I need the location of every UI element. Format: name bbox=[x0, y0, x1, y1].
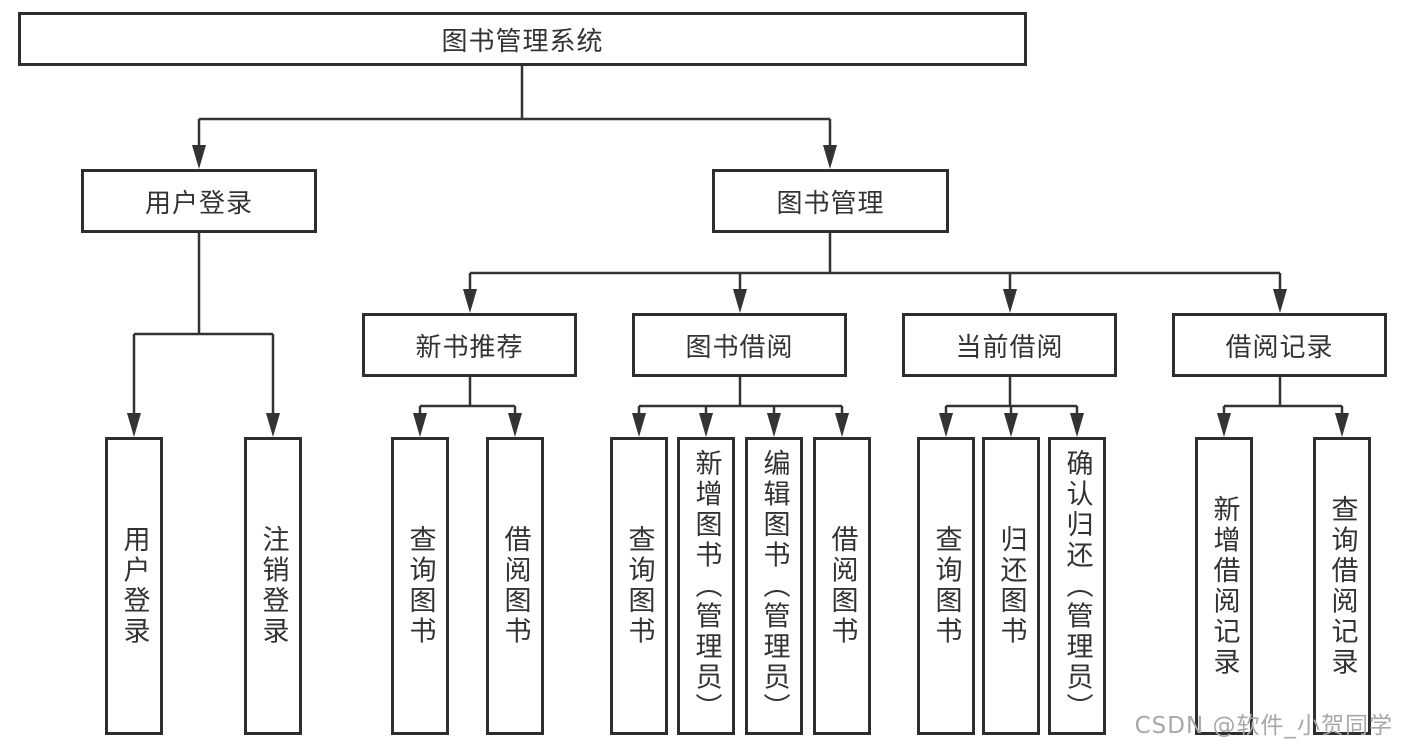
node-current-borrowing-label: 当前借阅 bbox=[955, 332, 1064, 363]
node-user-login-leaf: 用户登录 bbox=[105, 437, 163, 735]
arrowheads-level3 bbox=[463, 289, 1287, 313]
connector-root-to-level2 bbox=[197, 66, 832, 154]
node-query-books-current-label: 查询图书 bbox=[930, 525, 962, 647]
connector-new-book-branch bbox=[418, 377, 517, 422]
connector-book-borrow-branch bbox=[637, 377, 844, 422]
node-borrowing-records: 借阅记录 bbox=[1172, 313, 1387, 377]
node-new-book-recommend-label: 新书推荐 bbox=[415, 332, 524, 363]
node-book-management-system-label: 图书管理系统 bbox=[441, 26, 604, 57]
node-query-books-borrowing: 查询图书 bbox=[610, 437, 668, 735]
node-add-books-admin-label: 新增图书（管理员） bbox=[690, 448, 722, 724]
connector-borrow-records-branch bbox=[1222, 377, 1344, 422]
arrowheads-borrow-records-branch bbox=[1217, 413, 1349, 437]
node-borrow-books-leaf-label: 借阅图书 bbox=[826, 525, 858, 647]
node-edit-books-admin: 编辑图书（管理员） bbox=[745, 437, 803, 735]
arrowheads-current-borrow-branch bbox=[939, 413, 1084, 437]
arrowheads-user-login-branch bbox=[127, 413, 280, 437]
node-add-books-admin: 新增图书（管理员） bbox=[677, 437, 735, 735]
node-borrow-books-leaf: 借阅图书 bbox=[813, 437, 871, 735]
node-query-borrow-record: 查询借阅记录 bbox=[1313, 437, 1371, 735]
node-query-books-recommend: 查询图书 bbox=[391, 437, 449, 735]
arrowheads-level2 bbox=[192, 145, 837, 169]
connector-book-mgmt-branch bbox=[468, 233, 1282, 298]
node-book-borrowing-label: 图书借阅 bbox=[685, 332, 794, 363]
arrowheads-new-book-branch bbox=[413, 413, 522, 437]
node-query-borrow-record-label: 查询借阅记录 bbox=[1326, 494, 1358, 678]
node-borrow-books-recommend-label: 借阅图书 bbox=[499, 525, 531, 647]
node-query-books-current: 查询图书 bbox=[917, 437, 975, 735]
node-borrowing-records-label: 借阅记录 bbox=[1225, 332, 1334, 363]
node-confirm-return-admin: 确认归还（管理员） bbox=[1048, 437, 1106, 735]
node-user-login-label: 用户登录 bbox=[144, 188, 253, 219]
arrowheads-book-borrow-branch bbox=[632, 413, 849, 437]
node-add-borrow-record: 新增借阅记录 bbox=[1195, 437, 1253, 735]
node-add-borrow-record-label: 新增借阅记录 bbox=[1208, 494, 1240, 678]
node-edit-books-admin-label: 编辑图书（管理员） bbox=[758, 448, 790, 724]
node-book-management: 图书管理 bbox=[712, 169, 949, 233]
node-book-management-label: 图书管理 bbox=[776, 188, 885, 219]
node-borrow-books-recommend: 借阅图书 bbox=[486, 437, 544, 735]
node-book-borrowing: 图书借阅 bbox=[632, 313, 847, 377]
node-query-books-borrowing-label: 查询图书 bbox=[623, 525, 655, 647]
node-confirm-return-admin-label: 确认归还（管理员） bbox=[1061, 448, 1093, 724]
node-query-books-recommend-label: 查询图书 bbox=[404, 525, 436, 647]
node-logout: 注销登录 bbox=[244, 437, 302, 735]
node-logout-label: 注销登录 bbox=[257, 525, 289, 647]
node-new-book-recommend: 新书推荐 bbox=[362, 313, 577, 377]
node-return-books-label: 归还图书 bbox=[995, 525, 1027, 647]
node-current-borrowing: 当前借阅 bbox=[902, 313, 1117, 377]
watermark: CSDN @软件_小贺同学 bbox=[1134, 713, 1393, 739]
node-return-books: 归还图书 bbox=[982, 437, 1040, 735]
node-user-login: 用户登录 bbox=[81, 169, 317, 233]
node-user-login-leaf-label: 用户登录 bbox=[118, 525, 150, 647]
node-book-management-system: 图书管理系统 bbox=[18, 12, 1027, 66]
connector-user-login-branch bbox=[132, 233, 275, 422]
